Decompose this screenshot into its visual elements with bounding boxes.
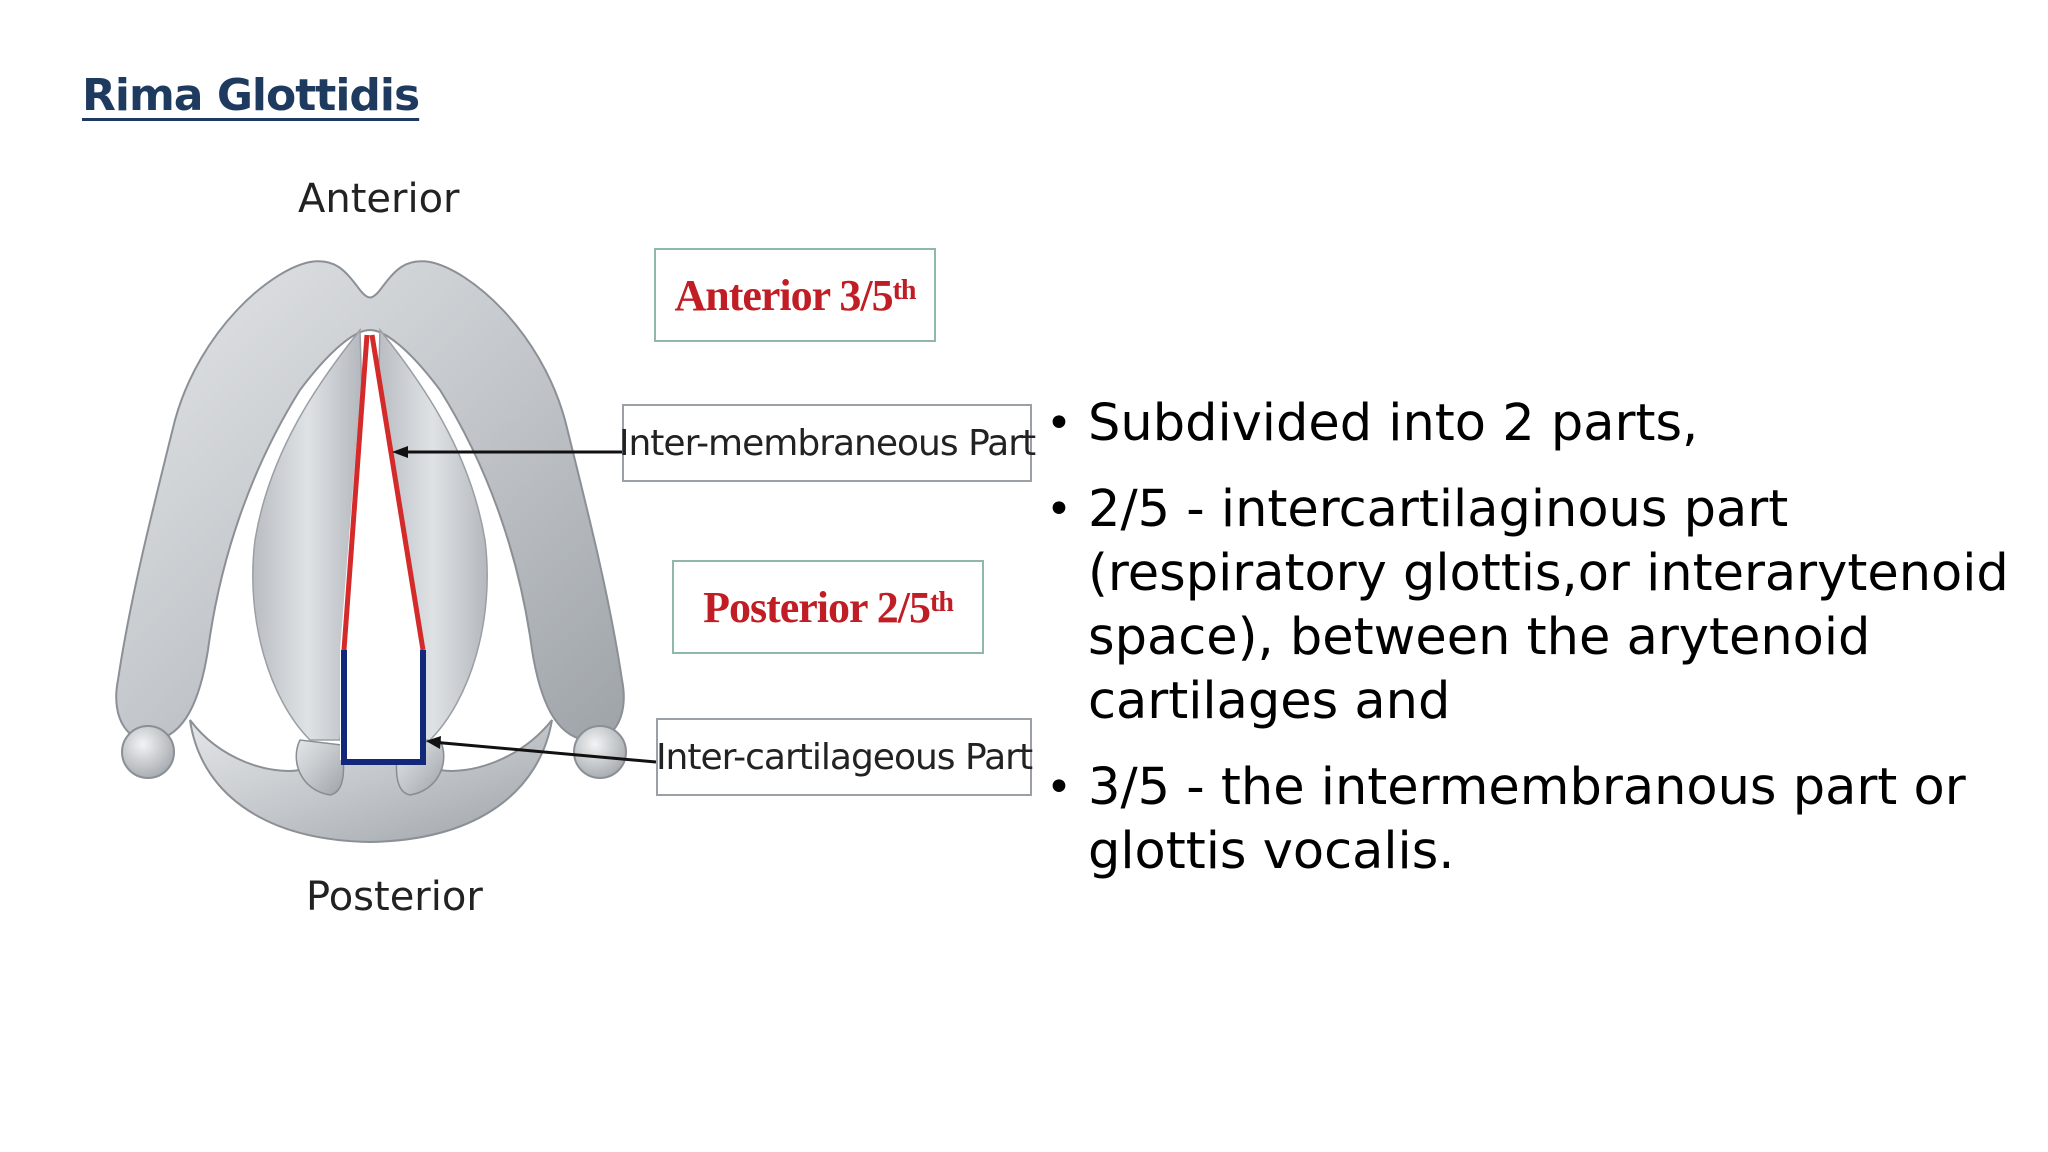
- intercartilageous-callout: Inter-cartilageous Part: [656, 718, 1033, 796]
- left-vocal-fold: [252, 327, 363, 741]
- posterior-fraction-text: Posterior 2/5: [703, 582, 931, 632]
- posterior-label: Posterior: [306, 874, 483, 920]
- intercartilageous-arrowhead: [426, 736, 441, 749]
- bullet-list: • Subdivided into 2 parts, • 2/5 - interc…: [1040, 392, 2040, 906]
- bullet-item: • Subdivided into 2 parts,: [1040, 392, 2040, 456]
- membranous-line-right: [369, 334, 426, 651]
- membranous-line-left: [341, 334, 370, 651]
- intermembraneous-arrowhead: [392, 446, 408, 458]
- cartilaginous-line: [341, 650, 426, 765]
- left-cornu-knob: [121, 725, 175, 779]
- right-cornu-knob: [573, 725, 627, 779]
- bullet-item: • 2/5 - intercartilaginous part (respira…: [1040, 478, 2040, 734]
- anterior-fraction-sup: th: [892, 275, 917, 306]
- anterior-fraction-text: Anterior 3/5: [674, 270, 893, 320]
- bullet-dot: •: [1046, 484, 1072, 535]
- bullet-dot: •: [1046, 398, 1072, 449]
- thyroid-cartilage: [115, 260, 625, 742]
- anterior-label: Anterior: [298, 176, 460, 222]
- slide-title: Rima Glottidis: [82, 70, 420, 121]
- bullet-item: • 3/5 - the intermembranous part or glot…: [1040, 756, 2040, 884]
- bullet-text: 2/5 - intercartilaginous part (respirato…: [1088, 480, 2009, 731]
- intercartilageous-leader: [431, 740, 657, 764]
- bullet-text: Subdivided into 2 parts,: [1088, 394, 1699, 453]
- bullet-dot: •: [1046, 762, 1072, 813]
- intermembraneous-callout: Inter-membraneous Part: [619, 404, 1036, 482]
- bullet-text: 3/5 - the intermembranous part or glotti…: [1088, 758, 1966, 881]
- posterior-fraction-sup: th: [930, 587, 954, 618]
